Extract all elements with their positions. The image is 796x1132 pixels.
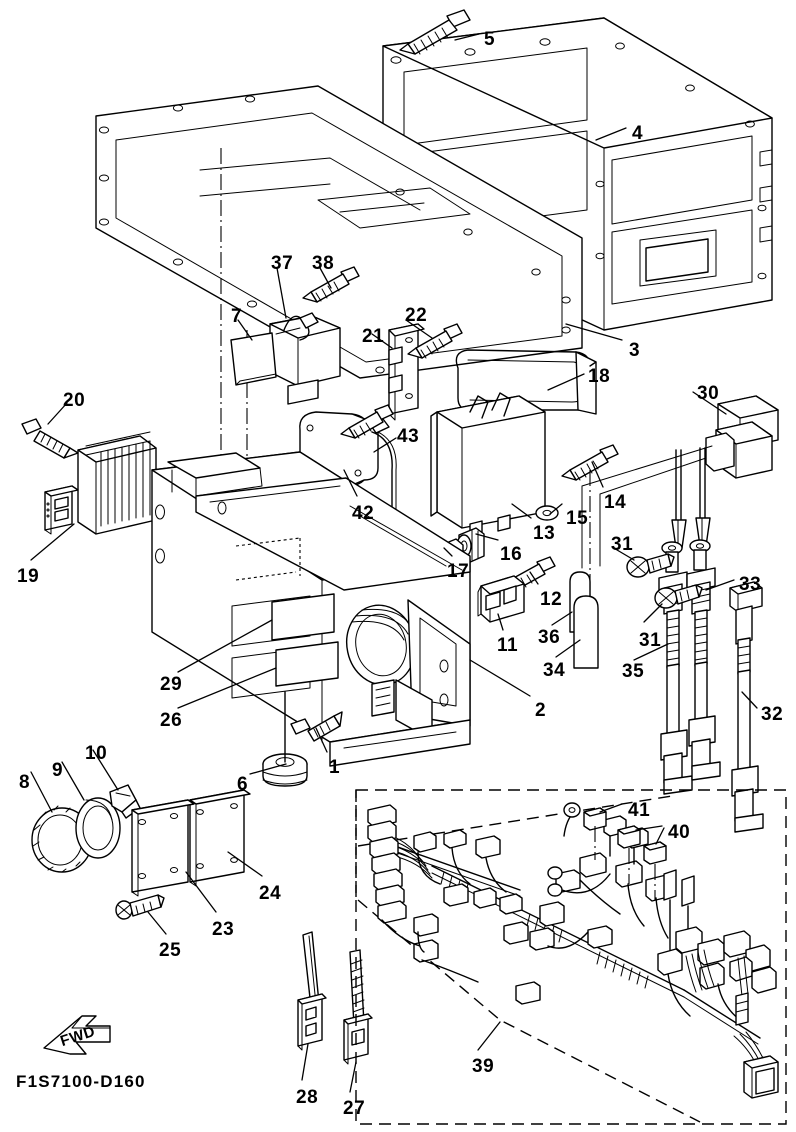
diagram-id-label: F1S7100-D160 [16,1072,146,1091]
callout-band-clamp-long: 28 [296,1087,319,1108]
screw-31-lower [654,584,703,609]
screw-43 [340,404,394,439]
bolt-1 [290,711,343,742]
screw-14 [561,444,619,481]
callout-relay-bracket: 37 [271,253,294,274]
cover-plate-assembly [95,17,773,379]
connector-cluster-right [657,926,777,1026]
callout-label-plate-upper: 29 [160,674,183,695]
callout-spark-plug-lead: 35 [622,661,645,682]
harness-39 [357,795,779,1123]
band-27 [343,949,373,1065]
bolt-5 [399,9,471,55]
plate-23 [131,799,195,897]
clip-10 [109,784,141,819]
callout-rubber-cap-short: 36 [538,627,561,648]
callout-plug-cap-single: 33 [739,574,762,595]
callout-bracket-plate: 21 [362,326,385,347]
callout-cdi-unit: 13 [533,523,556,544]
callout-pad-seal: 7 [231,306,243,327]
callout-starter-relay: 42 [352,503,375,524]
callout-label-plate-lower: 26 [160,710,183,731]
callout-connector-holder: 11 [497,635,519,656]
cap-34 [573,595,599,669]
callout-cap-cover: 8 [19,772,31,793]
grommet-15 [535,505,559,521]
callout-ignition-coil-block: 30 [697,383,720,404]
callout-bolt-bracket: 1 [329,757,341,778]
cdi-unit-13 [430,392,546,538]
screw-38 [302,266,360,303]
leader-lines [30,33,758,1093]
callout-band-clamp-short: 27 [343,1098,366,1119]
callout-clip-wire: 10 [85,743,108,764]
callout-bolt-rectifier: 20 [63,390,86,411]
callout-plate-front: 23 [212,919,235,940]
callout-screw-coil-lower: 31 [639,630,662,651]
callout-screw-connector-11: 12 [540,589,563,610]
cdi-clamp-18 [455,349,597,415]
callout-gasket: 3 [629,340,641,361]
callout-wire-harness: 39 [472,1056,495,1077]
callout-rectifier-regulator: 19 [17,566,40,587]
plug-cap-33-lead-32 [729,581,764,833]
fwd-arrow [43,1015,111,1055]
plug-lead-b [686,539,721,781]
ring-9 [75,797,121,859]
pad-7 [230,332,277,386]
clip-40b [643,841,667,900]
callout-cdi-clamp-bracket: 18 [588,366,611,387]
callout-plate-rear: 24 [259,883,282,904]
callout-grommet-stack: 6 [237,774,249,795]
callout-screw-plate: 25 [159,940,182,961]
callout-grommet-large: 16 [500,544,523,565]
callout-washer-grommet: 15 [566,508,589,529]
callout-connector-clip-40: 40 [668,822,691,843]
callout-bolt-upper: 5 [484,29,496,50]
band-28 [297,931,327,1051]
callout-screw-starter-relay: 43 [397,426,420,447]
callout-screw-bracket-21: 22 [405,305,428,326]
screw-31-upper [626,553,675,578]
relay-37 [269,312,341,405]
callout-rubber-cap-long: 34 [543,660,566,681]
connector-holder-11 [477,575,525,623]
callout-grommet-ring: 9 [52,760,64,781]
connector-bank-left [367,804,407,924]
callout-grommet-small: 17 [447,561,470,582]
screw-22 [407,323,463,359]
plate-24 [189,789,251,887]
callout-screw-coil-upper: 31 [611,534,634,555]
bolt-20 [21,418,79,459]
callout-high-tension-cord: 32 [761,704,784,725]
connectors-trunk [413,829,613,1005]
coil-block-30 [581,395,779,600]
bracket-21 [388,323,425,421]
rectifier-19 [44,431,157,535]
screw-25 [115,894,165,920]
clip-41 [583,807,607,860]
electrical-bracket-2 [151,451,471,767]
callout-cover-plate: 4 [632,123,644,144]
clip-40a [617,825,641,884]
grommet-stack-6 [262,691,308,787]
harness-39-boundary [355,789,787,1125]
callout-connector-clip-41: 41 [628,800,651,821]
callout-screw-relay: 38 [312,253,335,274]
callout-electrical-bracket: 2 [535,700,547,721]
callout-screw-cdi: 14 [604,492,627,513]
